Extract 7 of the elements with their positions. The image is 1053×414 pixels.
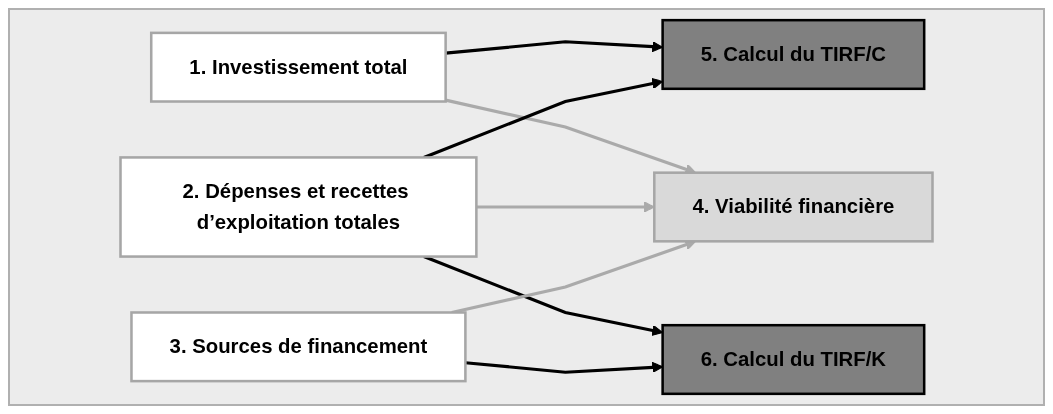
node-box: 6. Calcul du TIRF/K — [661, 323, 926, 396]
node-box: 2. Dépenses et recettes d’exploitation totales — [119, 156, 478, 258]
node-box: 5. Calcul du TIRF/C — [661, 18, 926, 91]
node-box: 3. Sources de financement — [130, 311, 467, 383]
arrow — [476, 201, 655, 213]
node-box: 1. Investissement total — [149, 31, 447, 103]
node-box: 4. Viabilité financière — [653, 171, 934, 243]
